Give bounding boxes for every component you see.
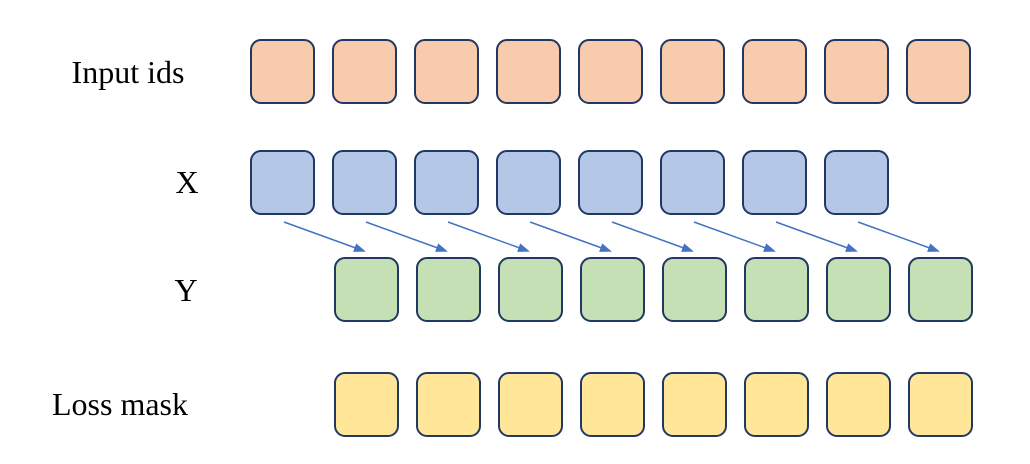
x-cell [332,150,397,215]
row-label-input-ids: Input ids [71,54,185,90]
x-cell [824,150,889,215]
y-cell [826,257,891,322]
row-label-x: X [175,164,199,200]
input-ids-cell [824,39,889,104]
input-ids-cell [660,39,725,104]
input-ids-cell [414,39,479,104]
shift-arrow [857,221,940,252]
x-cell [414,150,479,215]
input-ids-cell [496,39,561,104]
x-cell [496,150,561,215]
y-cell [416,257,481,322]
loss-mask-cell [662,372,727,437]
shift-arrow [775,221,858,252]
shift-arrow [283,221,366,252]
row-label-loss-mask: Loss mask [52,386,188,422]
y-cell [908,257,973,322]
loss-mask-cell [908,372,973,437]
shift-arrow [611,221,694,252]
y-cell [662,257,727,322]
loss-mask-cell [826,372,891,437]
loss-mask-cell [744,372,809,437]
y-cell [580,257,645,322]
row-label-y: Y [174,272,198,308]
shift-arrow [693,221,776,252]
loss-mask-cell [416,372,481,437]
input-ids-cell [742,39,807,104]
x-cell [660,150,725,215]
loss-mask-cell [498,372,563,437]
shift-arrow [365,221,448,252]
input-ids-cell [332,39,397,104]
shift-arrow [447,221,530,252]
loss-mask-cell [334,372,399,437]
input-ids-cell [906,39,971,104]
x-cell [742,150,807,215]
x-cell [250,150,315,215]
y-cell [498,257,563,322]
loss-mask-cell [580,372,645,437]
input-ids-cell [578,39,643,104]
x-cell [578,150,643,215]
shift-arrow [529,221,612,252]
y-cell [744,257,809,322]
input-ids-cell [250,39,315,104]
y-cell [334,257,399,322]
